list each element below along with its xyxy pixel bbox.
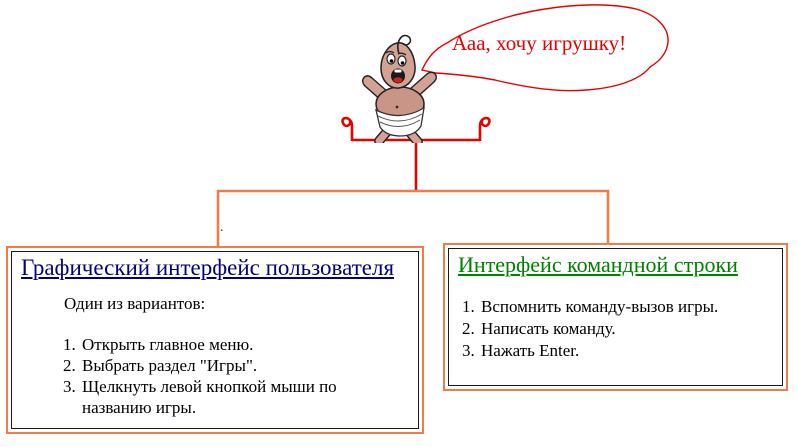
gui-panel: Графический интерфейс пользователя Один … [6,246,424,434]
cli-steps-list: Вспомнить команду-вызов игры. Написать к… [449,296,782,362]
cli-step-1: Вспомнить команду-вызов игры. [479,296,782,318]
gui-steps-list: Открыть главное меню. Выбрать раздел "Иг… [12,334,418,418]
gui-panel-title: Графический интерфейс пользователя [21,255,395,280]
tree-connector [216,189,610,247]
crying-baby-illustration [362,34,437,143]
cli-step-3: Нажать Enter. [479,340,782,362]
cli-panel-inner-border: Интерфейс командной строки Вспомнить ком… [448,248,783,386]
navel-dot [395,105,399,109]
cli-panel: Интерфейс командной строки Вспомнить ком… [443,243,788,391]
hair-curl [397,34,412,55]
stray-dot: . [220,220,224,235]
tooth [394,69,402,73]
diaper [375,106,425,137]
gui-step-1: Открыть главное меню. [80,334,377,355]
gui-panel-inner-border: Графический интерфейс пользователя Один … [11,251,419,429]
gui-step-2: Выбрать раздел "Игры". [80,355,377,376]
tongue [393,77,403,83]
cli-step-2: Написать команду. [479,318,782,340]
cli-panel-title: Интерфейс командной строки [458,252,738,277]
gui-step-3: Щелкнуть левой кнопкой мыши по названию … [80,376,377,418]
gui-intro-text: Один из вариантов: [64,294,206,313]
speech-bubble-text: Ааа, хочу игрушку! [452,31,627,55]
